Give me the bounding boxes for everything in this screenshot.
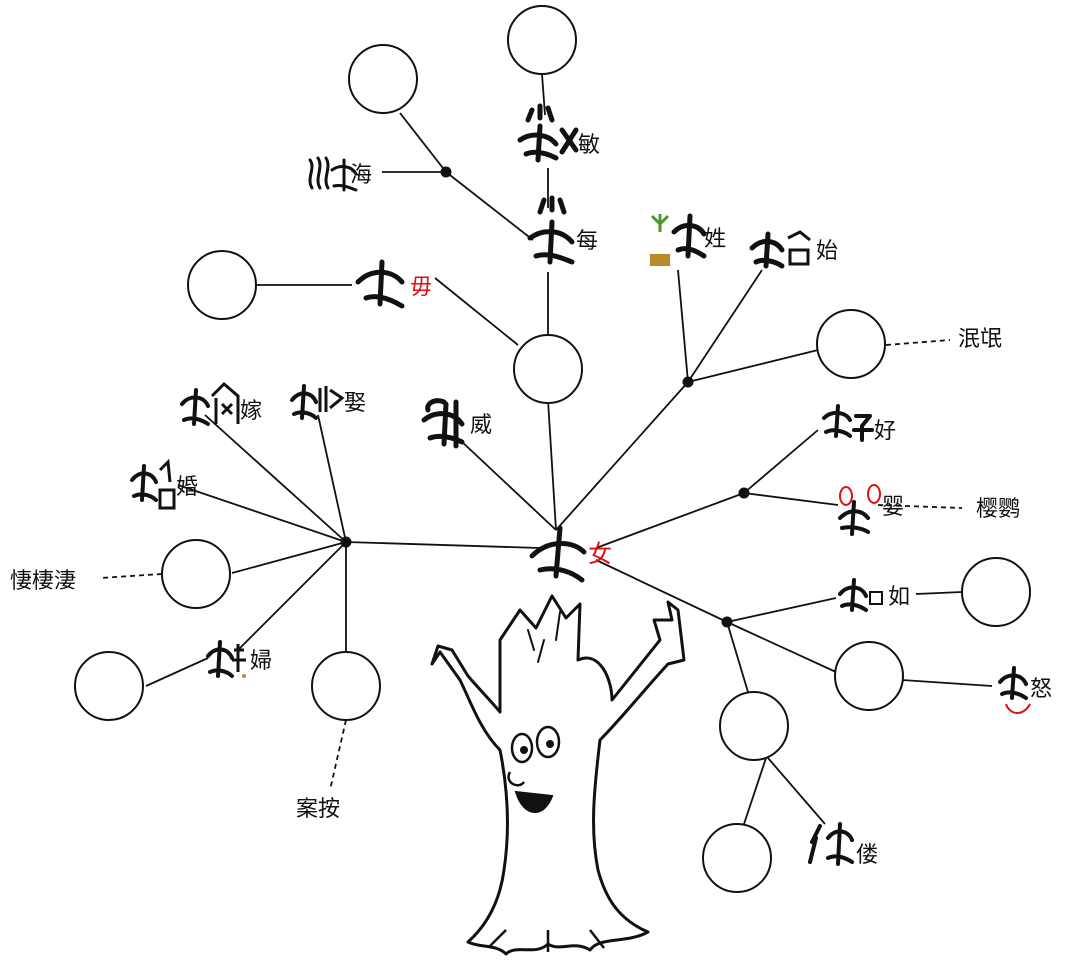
ancient-fu-glyph xyxy=(206,640,234,678)
labels: 女 毋 每 敏 海 姓 始 泯氓 好 婴 樱鹦 如 怒 偻 威 嫁 娶 婚 悽棲… xyxy=(10,133,1052,868)
broom-icon xyxy=(232,644,246,672)
empty-node xyxy=(816,309,886,379)
center-character: 女 xyxy=(588,540,612,568)
shell-right-icon xyxy=(867,484,881,504)
empty-nodes xyxy=(74,5,1031,893)
ancient-shi-glyph xyxy=(749,231,785,269)
empty-node xyxy=(187,250,257,320)
empty-node xyxy=(961,557,1031,627)
ancient-nu-glyph xyxy=(529,525,587,583)
tree-trunk xyxy=(430,594,686,956)
tree-right-pupil xyxy=(546,740,554,748)
shell-left-icon xyxy=(839,486,853,506)
label-wu: 毋 xyxy=(410,275,432,300)
tree-mouth xyxy=(514,790,554,813)
ancient-xing-glyph xyxy=(671,213,707,259)
heart-icon xyxy=(1005,703,1031,714)
empty-node xyxy=(702,823,772,893)
junction-dot xyxy=(682,376,694,388)
junction-dot xyxy=(440,166,452,178)
label-fu: 婦 xyxy=(250,649,272,674)
label-mei: 每 xyxy=(576,229,598,254)
label-qu: 娶 xyxy=(344,391,366,416)
ancient-min-glyph xyxy=(517,103,579,163)
ancient-ru-mouth-glyph xyxy=(869,591,883,605)
empty-node xyxy=(513,334,583,404)
broom-dot-icon xyxy=(242,674,246,678)
ear-hand-glyph xyxy=(318,386,345,412)
house-icon xyxy=(210,381,240,424)
ancient-shi-mouth-glyph xyxy=(787,230,811,266)
label-qi: 悽棲淒 xyxy=(10,569,76,594)
sprout-icon xyxy=(650,214,670,232)
edges xyxy=(99,73,993,825)
ancient-hai-glyph xyxy=(308,156,358,192)
label-ru: 如 xyxy=(888,585,910,610)
label-jia: 嫁 xyxy=(240,399,262,424)
empty-node xyxy=(74,651,144,721)
tree-left-pupil xyxy=(520,746,528,754)
ancient-glyphs xyxy=(130,103,1031,866)
ancient-lou-glyph xyxy=(808,822,854,866)
cartoon-tree-illustration xyxy=(430,594,686,956)
junction-dot xyxy=(721,616,733,628)
label-hao: 好 xyxy=(874,419,896,444)
empty-node xyxy=(348,44,418,114)
junctions xyxy=(340,166,750,628)
empty-node xyxy=(311,651,381,721)
label-an: 案按 xyxy=(296,797,340,822)
ancient-jia-glyph xyxy=(180,388,210,426)
ancient-qu-glyph xyxy=(290,384,318,420)
label-ying: 婴 xyxy=(882,495,904,520)
label-hun: 婚 xyxy=(176,475,198,500)
ancient-mei-glyph xyxy=(527,195,575,265)
empty-node xyxy=(161,539,231,609)
ancient-ying-glyph xyxy=(838,500,870,536)
soil-icon xyxy=(650,254,670,266)
empty-node xyxy=(834,641,904,711)
ancient-hao-glyph xyxy=(822,404,874,442)
label-ying-wu: 樱鹦 xyxy=(976,497,1020,522)
ancient-hun-part-glyph xyxy=(158,458,176,510)
label-nu: 怒 xyxy=(1030,677,1052,702)
ancient-hun-glyph xyxy=(130,464,158,502)
label-min: 敏 xyxy=(578,133,600,158)
ancient-nu2-glyph xyxy=(998,666,1028,700)
tree-roots xyxy=(489,929,605,952)
empty-node xyxy=(719,691,789,761)
empty-node xyxy=(507,5,577,75)
label-shi: 始 xyxy=(816,239,838,264)
junction-dot xyxy=(340,536,352,548)
ancient-wei-glyph xyxy=(421,398,465,449)
junction-dot xyxy=(738,487,750,499)
ancient-wu-glyph xyxy=(355,259,405,309)
tree-bark-crack xyxy=(527,611,561,663)
tree-nose xyxy=(507,771,525,787)
ancient-ru-glyph xyxy=(838,578,868,612)
label-wei: 威 xyxy=(470,413,492,438)
label-lou: 偻 xyxy=(856,843,878,868)
label-min-mang: 泯氓 xyxy=(958,327,1002,352)
label-hai: 海 xyxy=(350,163,372,188)
label-xing: 姓 xyxy=(704,227,726,252)
